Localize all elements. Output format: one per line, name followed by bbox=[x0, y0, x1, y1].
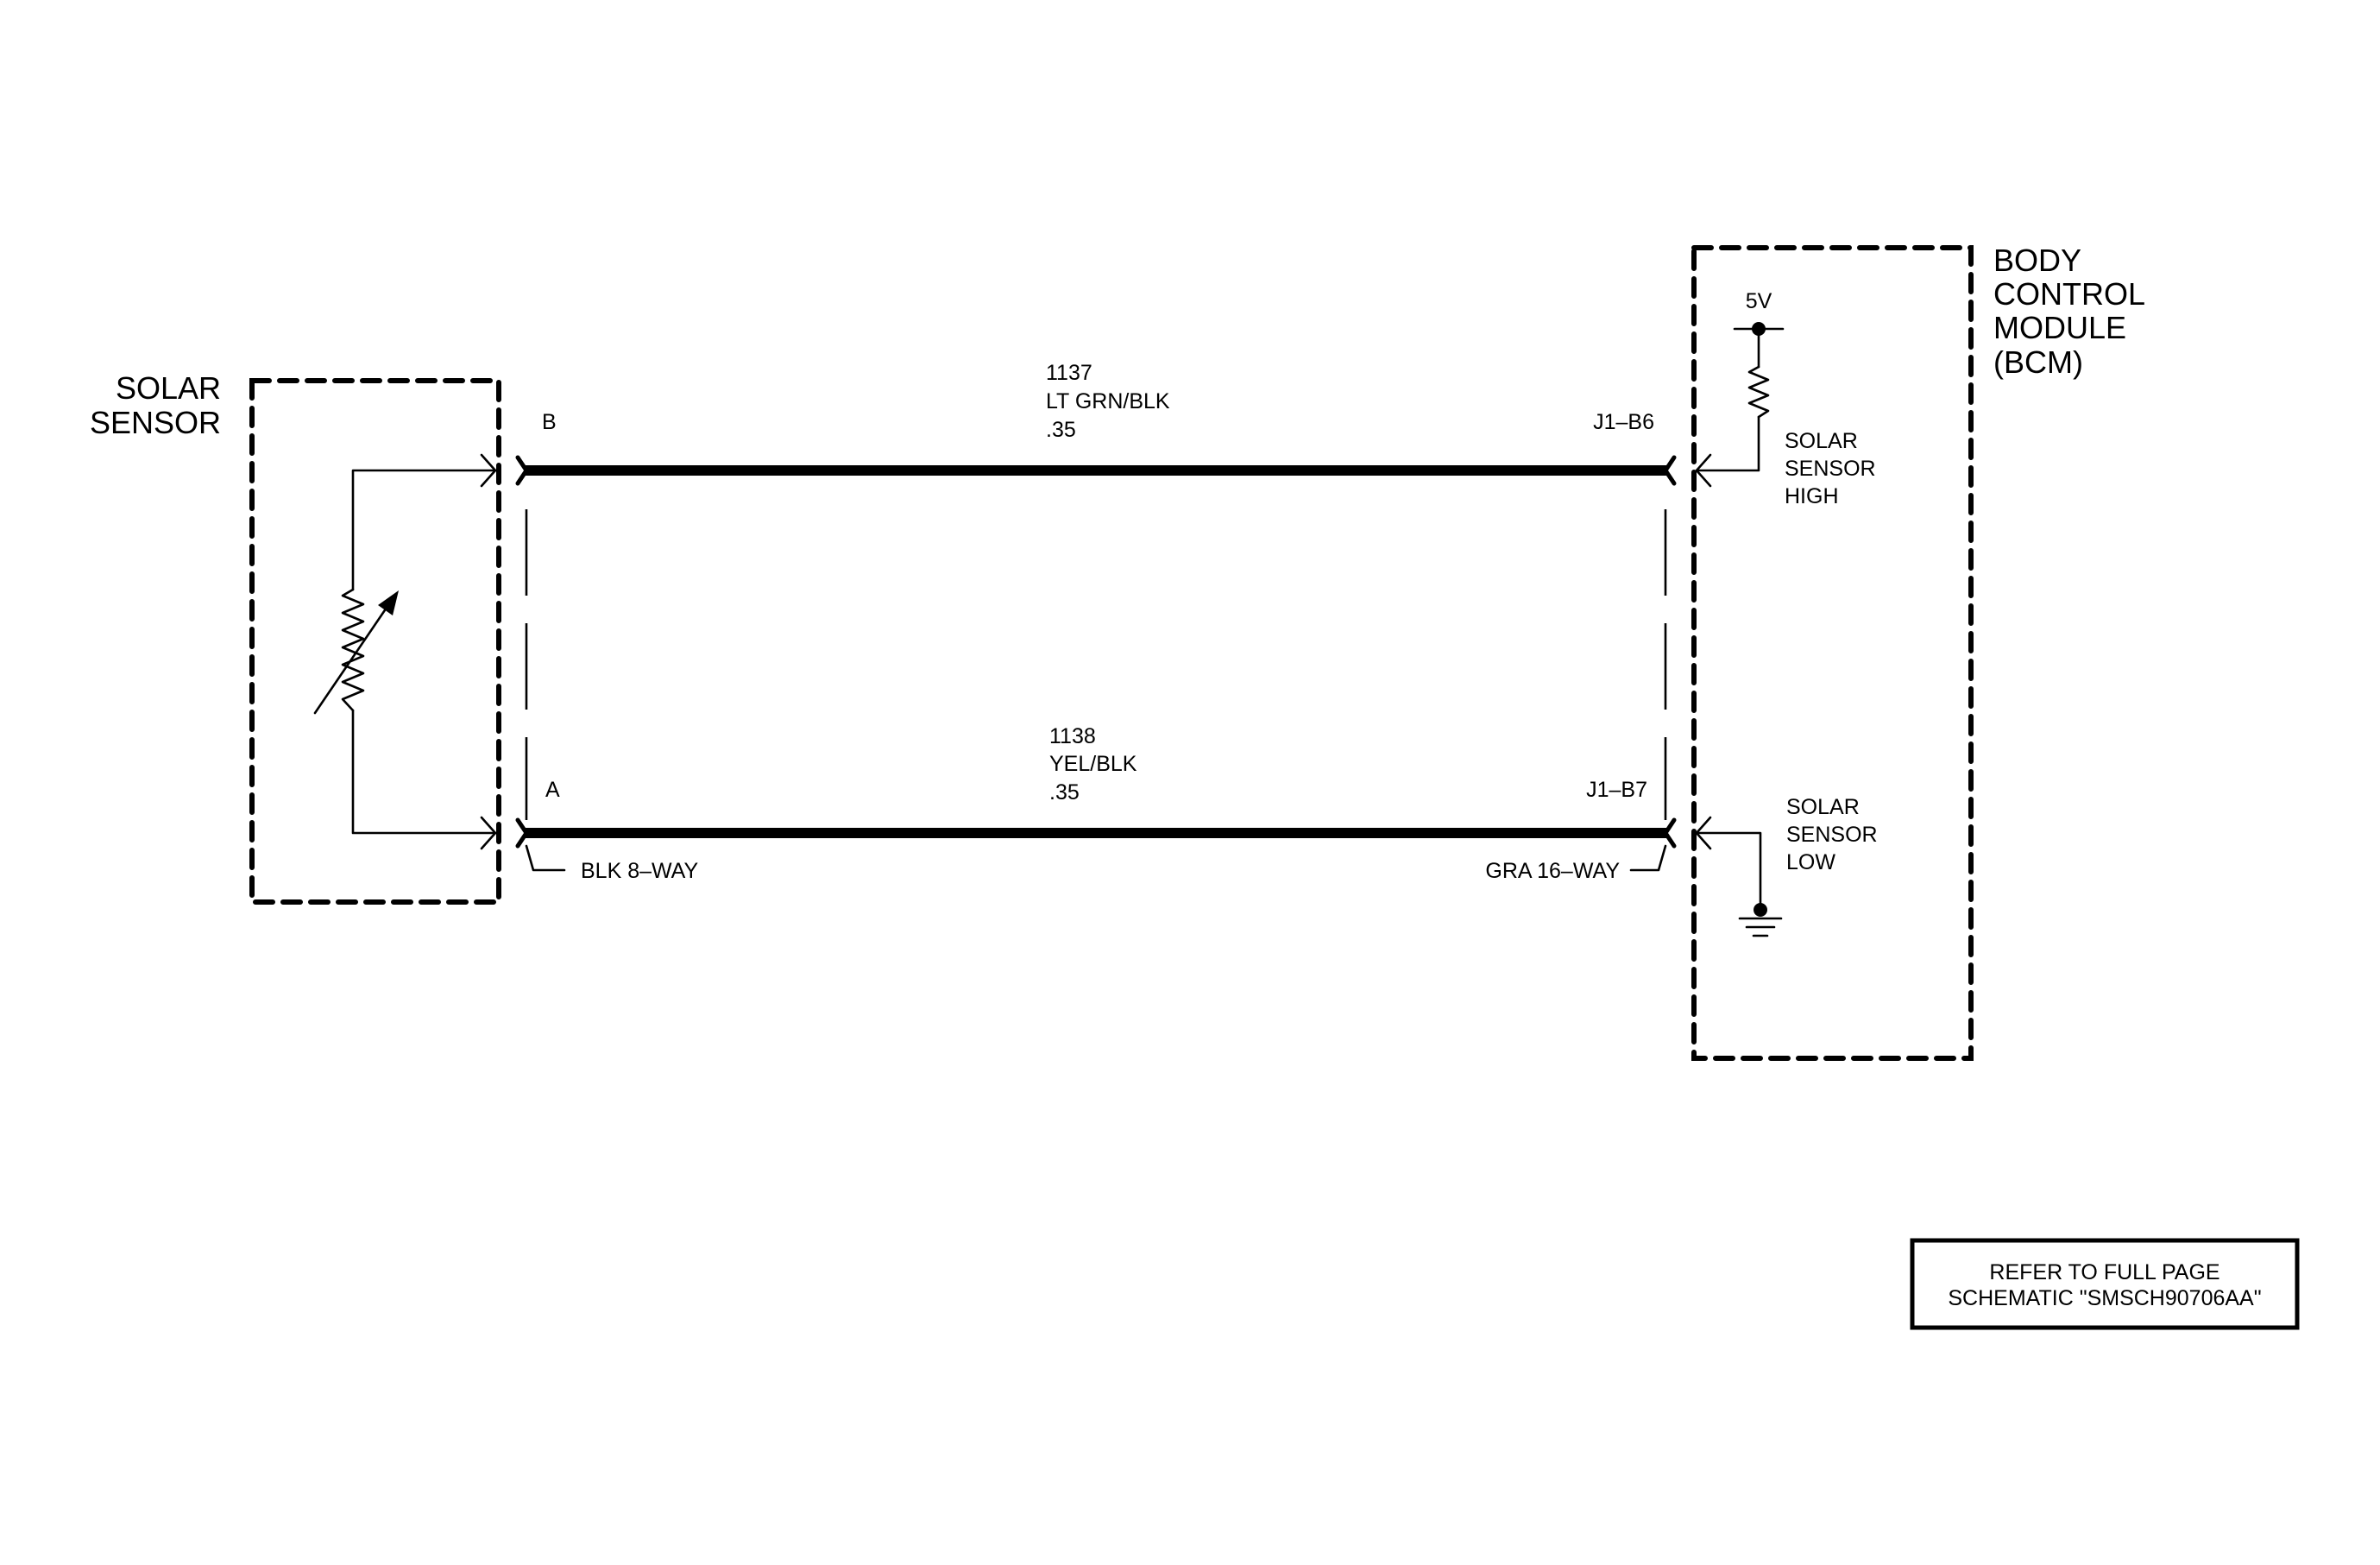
reference-note-line2: SCHEMATIC "SMSCH90706AA" bbox=[1948, 1286, 2261, 1310]
bcm-pin-b7-arrow-icon bbox=[1695, 816, 1712, 850]
bcm-pin-b6-arrow-icon bbox=[1695, 453, 1712, 488]
wire-1138-sensor-end-icon bbox=[515, 817, 529, 849]
bcm-outline bbox=[1691, 245, 1974, 1061]
reference-note-line1: REFER TO FULL PAGE bbox=[1989, 1260, 2219, 1284]
bcm-label-line2: CONTROL bbox=[1993, 276, 2145, 312]
ground-symbol-icon bbox=[1738, 917, 1783, 937]
pullup-lead-bottom bbox=[1695, 415, 1760, 472]
sensor-connector-label: BLK 8–WAY bbox=[581, 859, 698, 883]
ground-node-icon bbox=[1754, 903, 1767, 917]
bcm-low-signal-line1: SOLAR bbox=[1786, 795, 1860, 819]
pullup-resistor-icon bbox=[1747, 365, 1770, 419]
solar-sensor-component: SOLAR SENSOR bbox=[90, 370, 501, 905]
sensor-pin-b-label: B bbox=[542, 410, 557, 434]
bcm-high-signal-line1: SOLAR bbox=[1785, 429, 1858, 453]
bcm-label-line4: (BCM) bbox=[1993, 344, 2083, 380]
sensor-pin-a-label: A bbox=[545, 778, 560, 802]
reference-note-box bbox=[1910, 1238, 2300, 1330]
bcm-pin-b7-label: J1–B7 bbox=[1586, 778, 1647, 802]
variable-arrow-icon bbox=[313, 601, 392, 715]
wire-1138-number: 1138 bbox=[1049, 724, 1096, 748]
harness: B A J1–B6 J1–B7 1137 LT GRN/BLK .35 1138… bbox=[515, 361, 1677, 883]
sensor-pin-a-arrow-icon bbox=[480, 816, 497, 850]
variable-arrowhead-icon bbox=[378, 590, 399, 615]
sensor-lead-low bbox=[351, 709, 497, 835]
bcm-connector-leader bbox=[1629, 844, 1667, 872]
reference-note: REFER TO FULL PAGE SCHEMATIC "SMSCH90706… bbox=[1910, 1238, 2300, 1330]
bcm-high-signal-line3: HIGH bbox=[1785, 484, 1839, 508]
wire-1137-sensor-end-icon bbox=[515, 455, 529, 486]
supply-voltage-label: 5V bbox=[1746, 289, 1772, 313]
bcm-connector-label: GRA 16–WAY bbox=[1485, 859, 1620, 883]
solar-sensor-label-line1: SOLAR bbox=[116, 370, 221, 406]
wire-1138-color: YEL/BLK bbox=[1049, 752, 1137, 776]
bcm-label-line1: BODY bbox=[1993, 243, 2081, 278]
photoresistor-icon bbox=[341, 588, 365, 712]
bcm-low-signal-line2: SENSOR bbox=[1786, 823, 1878, 847]
wire-1137-color: LT GRN/BLK bbox=[1046, 389, 1170, 413]
wire-1137-gauge: .35 bbox=[1046, 418, 1076, 442]
bcm-label-line3: MODULE bbox=[1993, 310, 2126, 345]
ground-lead bbox=[1695, 831, 1762, 912]
solar-sensor-outline bbox=[249, 378, 501, 905]
solar-sensor-label-line2: SENSOR bbox=[90, 405, 221, 440]
bcm-high-signal-line2: SENSOR bbox=[1785, 457, 1876, 481]
sensor-connector-leader bbox=[525, 844, 566, 872]
sensor-lead-high bbox=[351, 469, 497, 591]
bcm-component: BODY CONTROL MODULE (BCM) 5V SOLAR SENSO… bbox=[1691, 243, 2145, 1061]
wire-1137-bcm-end-icon bbox=[1663, 455, 1677, 486]
wire-1137-number: 1137 bbox=[1046, 361, 1092, 385]
sensor-pin-b-arrow-icon bbox=[480, 453, 497, 488]
bcm-low-signal-line3: LOW bbox=[1786, 850, 1835, 874]
wire-1138-bcm-end-icon bbox=[1663, 817, 1677, 849]
wire-1138-gauge: .35 bbox=[1049, 780, 1080, 805]
bcm-pin-b6-label: J1–B6 bbox=[1593, 410, 1654, 434]
